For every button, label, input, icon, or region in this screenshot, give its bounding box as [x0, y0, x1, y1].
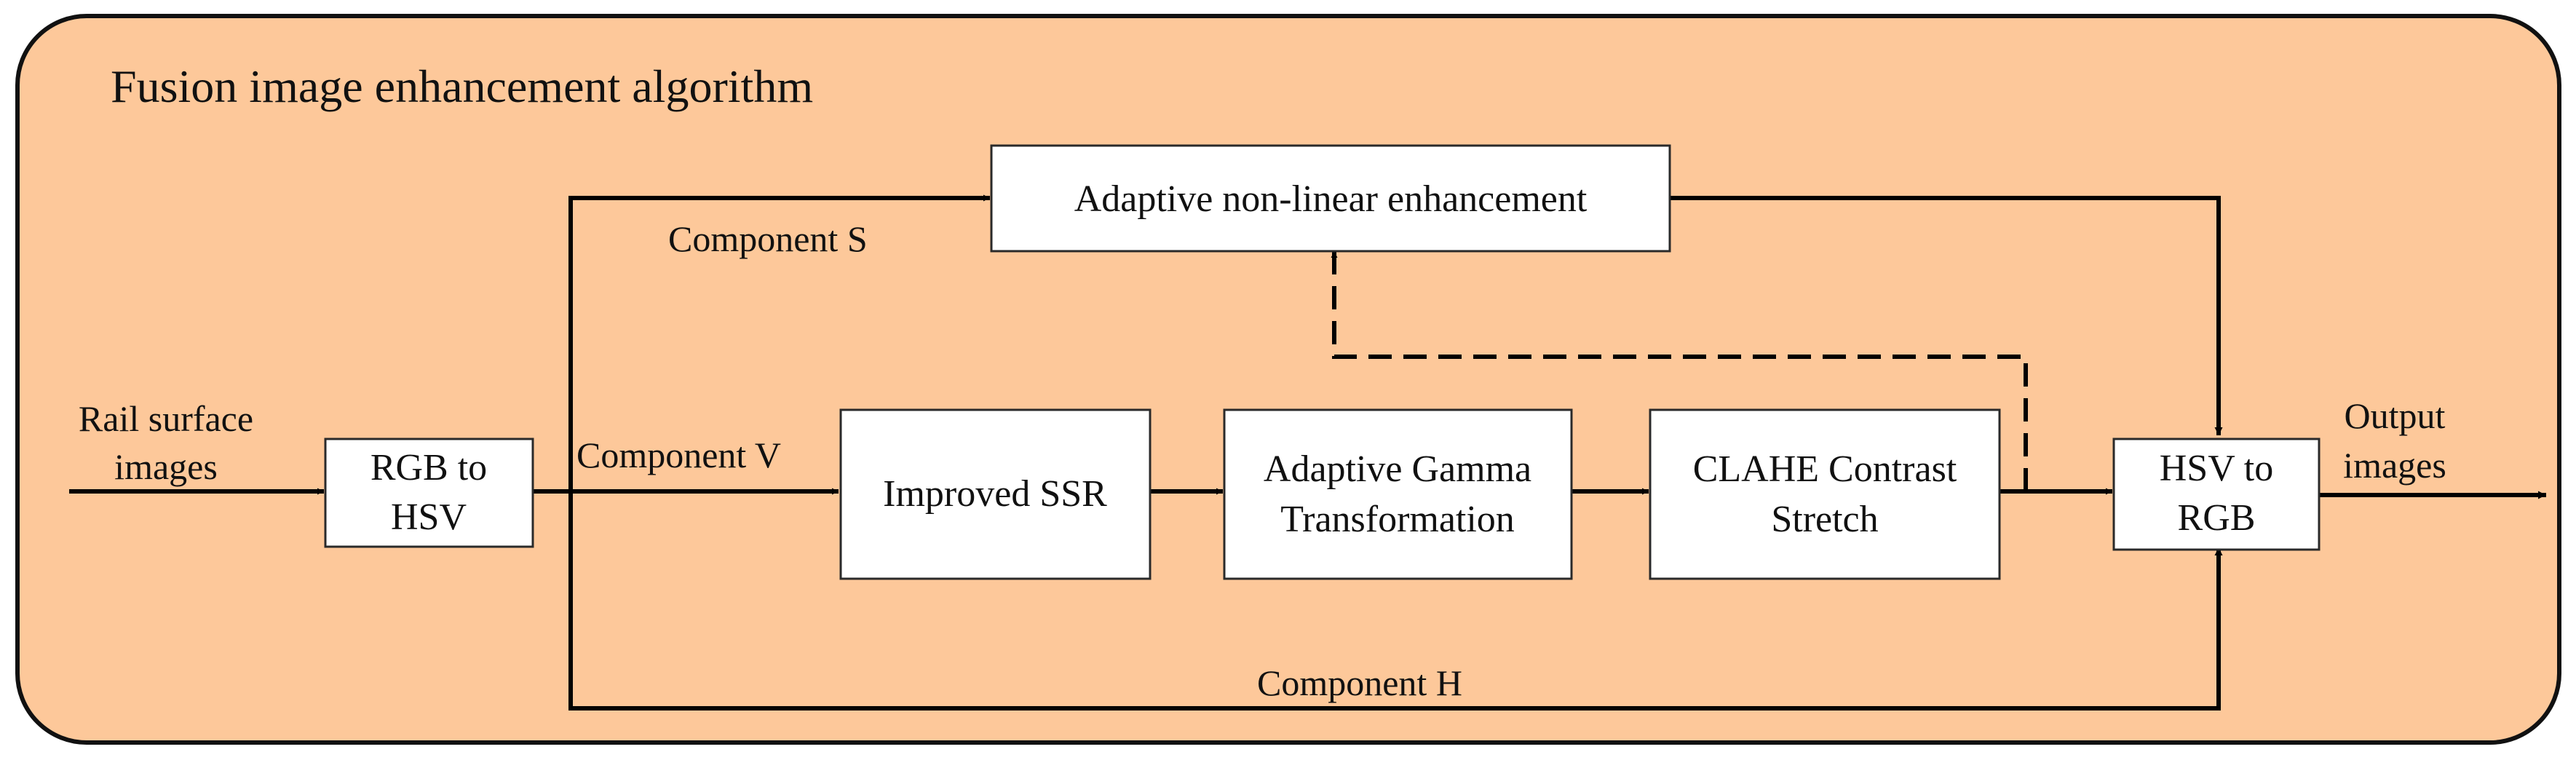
output-label-line2: images — [2343, 445, 2446, 486]
component-v-label: Component V — [576, 435, 781, 475]
feedback-dashed-arrow — [1331, 251, 2028, 491]
clahe-box: CLAHE Contrast Stretch — [1649, 408, 2001, 580]
component-s-label: Component S — [668, 218, 868, 259]
clahe-label-line2: Stretch — [1771, 499, 1878, 540]
hsv-to-rgb-label-line1: HSV to — [2160, 448, 2274, 489]
adaptive-gamma-label-line1: Adaptive Gamma — [1264, 448, 1531, 490]
adaptive-gamma-rect — [1223, 408, 1573, 580]
adaptive-nonlinear-enhancement-label: Adaptive non-linear enhancement — [1074, 178, 1588, 220]
clahe-label-line1: CLAHE Contrast — [1693, 448, 1957, 490]
adaptive-nonlinear-enhancement-rect — [990, 144, 1671, 253]
adaptive-gamma-label-line2: Transformation — [1280, 499, 1515, 540]
component-h-arrow — [568, 547, 2223, 710]
rgb-to-hsv-label-line2: HSV — [391, 496, 467, 538]
improved-ssr-label: Improved SSR — [883, 473, 1107, 515]
improved-ssr-rect — [839, 408, 1152, 580]
rgb-to-hsv-label-line1: RGB to — [370, 447, 487, 488]
component-h-label: Component H — [1257, 662, 1462, 703]
rgb-to-hsv-box: RGB to HSV — [324, 438, 534, 548]
improved-ssr-box: Improved SSR — [839, 408, 1152, 580]
rgb-to-hsv-rect — [324, 438, 534, 548]
adaptive-nonlinear-enhancement-box: Adaptive non-linear enhancement — [990, 144, 1671, 253]
hsv-to-rgb-box: HSV to RGB — [2112, 438, 2321, 551]
algorithm-panel — [15, 14, 2561, 745]
hsv-to-rgb-label-line2: RGB — [2178, 497, 2256, 539]
adaptive-gamma-box: Adaptive Gamma Transformation — [1223, 408, 1573, 580]
panel-title: Fusion image enhancement algorithm — [111, 60, 813, 112]
input-label-line1: Rail surface — [79, 398, 253, 439]
output-label-line1: Output — [2345, 395, 2446, 436]
clahe-rect — [1649, 408, 2001, 580]
enhancement-to-hsv2rgb-arrow — [1670, 196, 2223, 435]
hsv-to-rgb-rect — [2112, 438, 2321, 551]
input-label-line2: images — [114, 446, 218, 487]
